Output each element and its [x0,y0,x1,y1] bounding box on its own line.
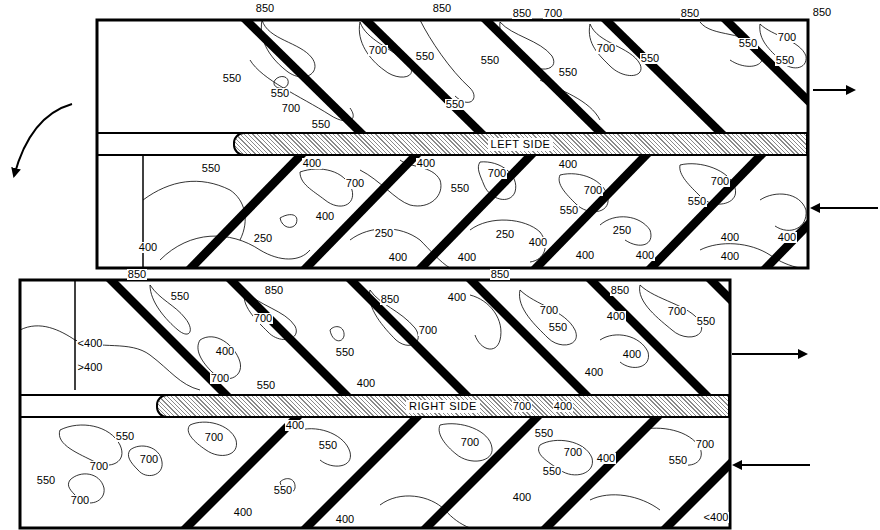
pressure-value: 400 [302,158,322,169]
pressure-value: >400 [77,362,104,373]
pressure-value: 400 [233,507,253,518]
pressure-value: <400 [77,338,104,349]
tread-center-band: RIGHT SIDE [156,394,730,418]
pressure-value: 550 [480,55,500,66]
pressure-value: 850 [255,3,275,14]
pressure-value: 400 [356,378,376,389]
tread-center-band: LEFT SIDE [233,132,808,156]
pressure-value: 850 [264,285,284,296]
pressure-value: 550 [559,205,579,216]
pressure-value: 700 [487,168,507,179]
pressure-value: 850 [512,8,532,19]
pressure-value: 850 [380,294,400,305]
pressure-value: 400 [575,250,595,261]
pressure-value: 400 [606,311,626,322]
pressure-value: 550 [687,196,707,207]
pressure-value: 850 [610,285,630,296]
pressure-value: 400 [720,232,740,243]
pressure-value: 700 [281,103,301,114]
pressure-value: 400 [635,250,655,261]
pressure-value: 550 [738,38,758,49]
pressure-value: 550 [534,428,554,439]
pressure-value: 400 [720,251,740,262]
pressure-value: 700 [563,447,583,458]
direction-arrows [14,90,878,465]
pressure-value: 400 [512,492,532,503]
pressure-value: 700 [583,185,603,196]
pressure-value: 400 [138,242,158,253]
pressure-value: 850 [490,269,510,280]
pressure-value: 250 [495,229,515,240]
pressure-value: 400 [215,346,235,357]
pressure-value: 700 [70,495,90,506]
pressure-value: 700 [460,437,480,448]
pressure-value: <400 [703,512,730,523]
pressure-value: 550 [548,322,568,333]
pressure-value: 400 [447,292,467,303]
pressure-value: 550 [270,88,290,99]
pressure-value: 550 [36,475,56,486]
tread-grooves [105,20,880,528]
pressure-value: 400 [315,211,335,222]
pressure-value: 700 [139,454,159,465]
pressure-value: 550 [450,183,470,194]
pressure-value: 550 [696,316,716,327]
pressure-value: 400 [596,453,616,464]
pressure-value: 400 [584,367,604,378]
pressure-value: 400 [553,401,573,412]
pressure-value: 850 [127,269,147,280]
pressure-value: 400 [622,349,642,360]
pressure-value: 550 [775,55,795,66]
pressure-value: 700 [695,439,715,450]
pressure-value: 550 [273,485,293,496]
pressure-value: 550 [640,53,660,64]
pressure-value: 850 [680,8,700,19]
pressure-value: 700 [539,305,559,316]
pressure-value: 850 [812,7,832,18]
pressure-value: 400 [528,237,548,248]
pressure-value: 700 [418,325,438,336]
pressure-value: 550 [311,119,331,130]
pressure-value: 700 [204,432,224,443]
pressure-value: 400 [777,232,797,243]
pressure-value: 700 [512,401,532,412]
pressure-value: 700 [89,461,109,472]
pressure-value: 550 [170,291,190,302]
pressure-value: 400 [558,159,578,170]
pressure-value: 250 [612,225,632,236]
contour-lines [20,20,806,528]
pressure-value: 550 [558,67,578,78]
pressure-value: 550 [256,380,276,391]
pressure-value: 550 [542,466,562,477]
pressure-value: 550 [318,440,338,451]
pressure-value: 550 [335,347,355,358]
pressure-value: 700 [596,43,616,54]
pressure-value: 700 [368,45,388,56]
pressure-value: 550 [445,99,465,110]
pressure-value: 400 [335,514,355,525]
pressure-value: 550 [668,455,688,466]
pressure-value: 700 [667,306,687,317]
pressure-value: 550 [415,51,435,62]
pressure-value: 700 [253,313,273,324]
pressure-value: 550 [115,431,135,442]
pressure-value: 700 [777,32,797,43]
pressure-value: 400 [285,420,305,431]
pressure-value: 700 [543,8,563,19]
pressure-value: 700 [345,178,365,189]
pressure-value: 400 [388,252,408,263]
pressure-value: 400 [457,252,477,263]
pressure-value: 700 [710,176,730,187]
pressure-value: 850 [432,3,452,14]
side-label: RIGHT SIDE [406,400,480,413]
pressure-value: 550 [222,73,242,84]
pressure-value: 400 [416,158,436,169]
side-label: LEFT SIDE [488,138,554,151]
panel-frames [20,20,808,528]
pressure-value: 700 [210,373,230,384]
pressure-value: 550 [201,163,221,174]
pressure-value: 250 [374,228,394,239]
pressure-value: 250 [253,233,273,244]
